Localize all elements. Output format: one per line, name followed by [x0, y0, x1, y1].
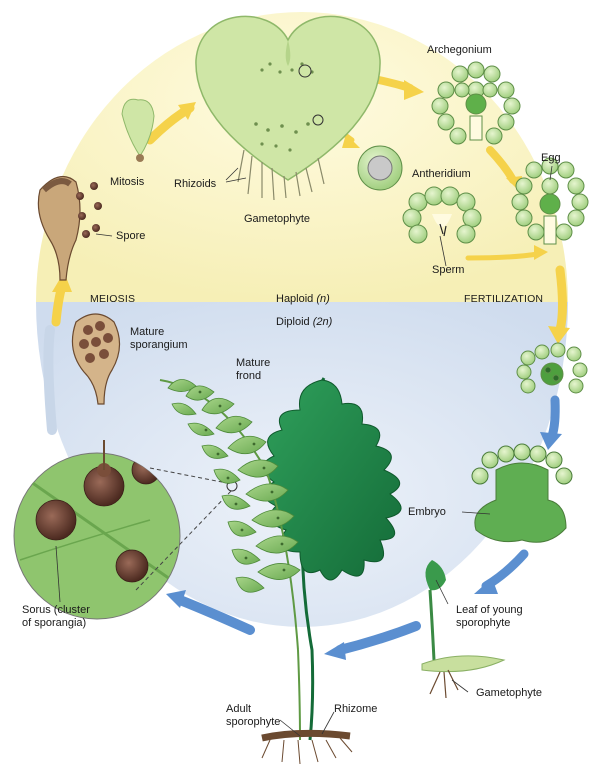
leaf-young-sporophyte-label-line2: sporophyte — [456, 617, 510, 630]
arrow-meiosis-blue — [48, 330, 52, 430]
meiosis-label: MEIOSIS — [90, 293, 135, 306]
diploid-label-ploidy-symbol: (2n) — [313, 316, 333, 328]
arrow-to-adult — [340, 626, 416, 650]
leaf-young-sporophyte-label-line1: Leaf of young — [456, 604, 523, 617]
egg-label: Egg — [541, 152, 561, 165]
spore-label: Spore — [116, 230, 145, 243]
antheridium-label: Antheridium — [412, 168, 471, 181]
small-gametophyte-label: Gametophyte — [476, 687, 542, 700]
haploid-label-ploidy-symbol: (n) — [316, 293, 329, 305]
diploid-label: Diploid (2n) — [276, 316, 332, 329]
sorus-label-line2: of sporangia) — [22, 617, 86, 630]
embryo-label: Embryo — [408, 506, 446, 519]
sperm-label: Sperm — [432, 264, 464, 277]
gametophyte-label: Gametophyte — [244, 213, 310, 226]
mitosis-label: Mitosis — [110, 176, 144, 189]
adult-sporophyte-label-line1: Adult — [226, 703, 251, 716]
mature-frond-label-line2: frond — [236, 370, 261, 383]
mature-frond-label-line1: Mature — [236, 357, 270, 370]
mature-sporangium-label-line1: Mature — [130, 326, 164, 339]
haploid-label: Haploid (n) — [276, 293, 330, 306]
arrow-to-embryo — [552, 400, 555, 436]
mature-sporangium-label-line2: sporangium — [130, 339, 187, 352]
rhizoids-label: Rhizoids — [174, 178, 216, 191]
adult-sporophyte-label-line2: sporophyte — [226, 716, 280, 729]
fertilization-label: FERTILIZATION — [464, 293, 543, 306]
rhizome-shape — [262, 733, 350, 738]
sorus-label-line1: Sorus (cluster — [22, 604, 90, 617]
rhizome-label: Rhizome — [334, 703, 377, 716]
arrow-fertilization — [560, 270, 563, 330]
archegonium-label: Archegonium — [427, 44, 492, 57]
